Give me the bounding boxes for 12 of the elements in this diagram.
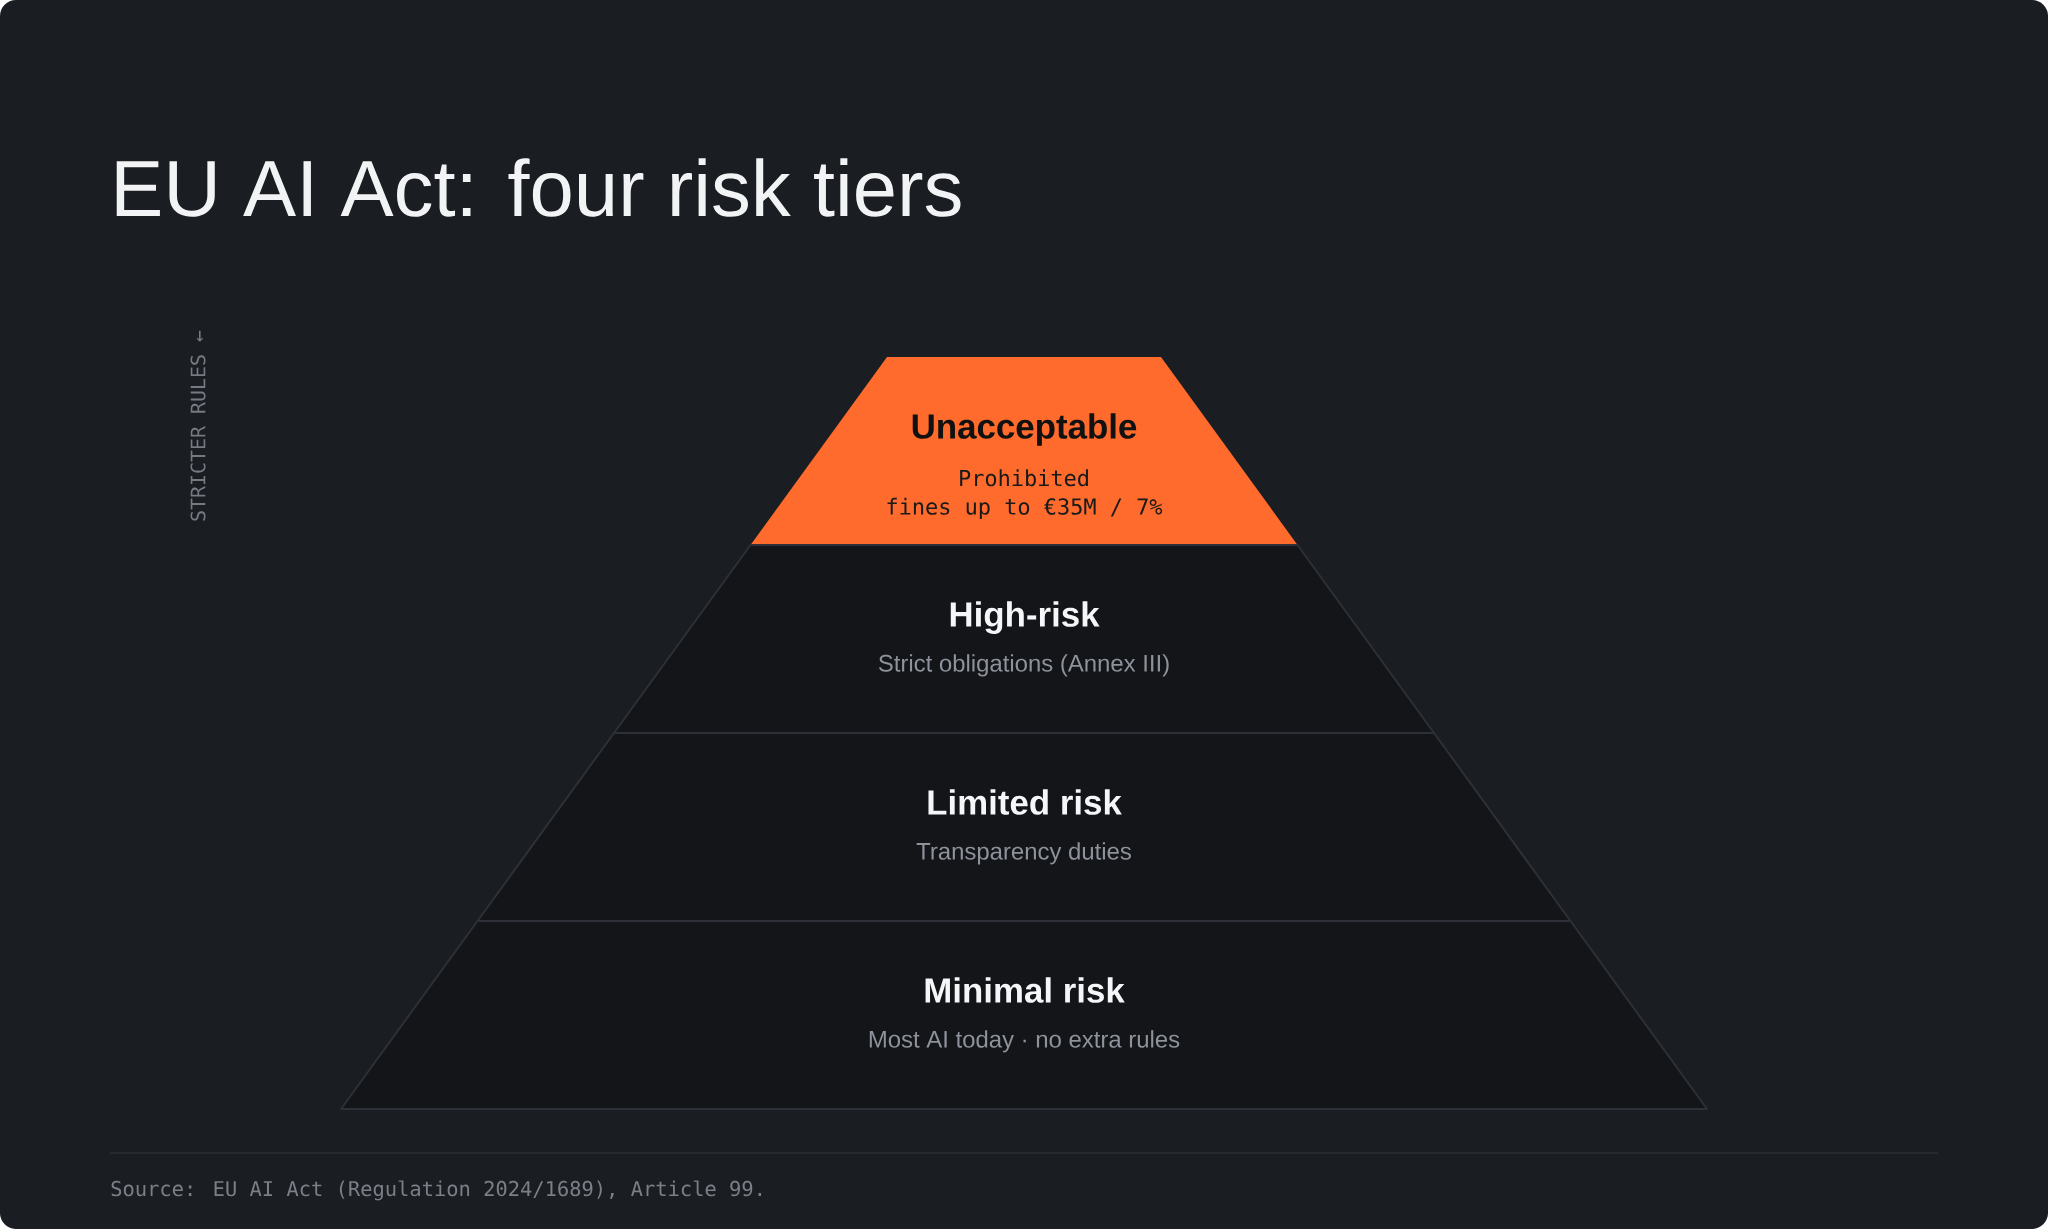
- tier-title: Limited risk: [928, 789, 1122, 815]
- tier-description: fines up to €35M / 7%: [887, 497, 1163, 520]
- tier-description: Strict obligations (Annex III): [878, 654, 1169, 677]
- source-note: Source: EU AI Act (Regulation 2024/1689), Article 99.: [111, 1180, 762, 1201]
- tier-description: Most AI today · no extra rules: [869, 1030, 1180, 1053]
- tier-description: Transparency duties: [916, 842, 1131, 865]
- tier-title: Minimal risk: [925, 977, 1125, 1003]
- axis-label: STRICTER RULES ←: [190, 330, 206, 521]
- tier-title: High-risk: [950, 601, 1100, 634]
- tier-description: Prohibited: [960, 469, 1088, 487]
- title: EU AI Act: four risk tiers: [116, 158, 961, 217]
- tier-title: Unacceptable: [912, 413, 1137, 446]
